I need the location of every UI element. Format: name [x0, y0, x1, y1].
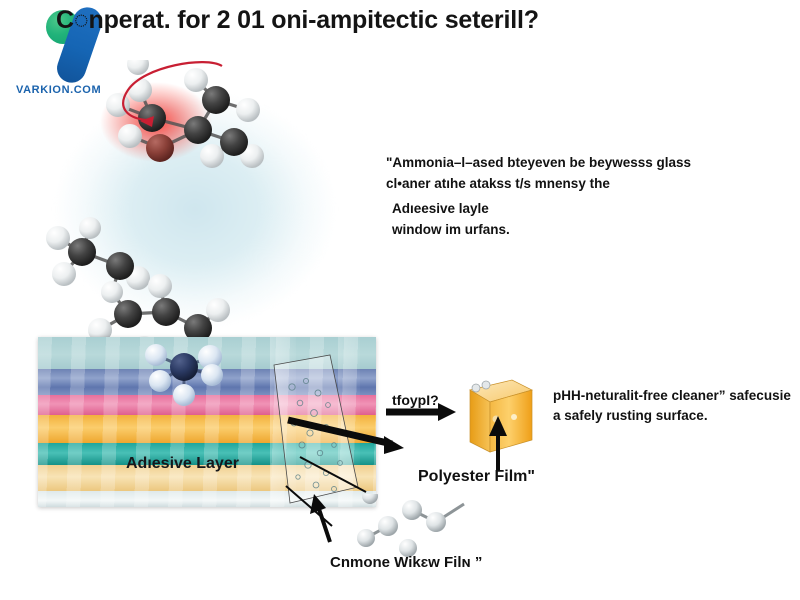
layer-pink — [38, 395, 376, 415]
layer-cream — [38, 465, 376, 491]
free-molecules — [357, 494, 465, 557]
highlighted-atom — [146, 134, 174, 162]
adhesive-layer-label: Adıesive Layer — [126, 455, 239, 472]
polyester-film-label: Polyester Film" — [418, 468, 535, 485]
brand-logo[interactable]: VARKION.COM — [8, 3, 128, 104]
glass-panel-2 — [338, 337, 360, 507]
body-paragraph-3: pHH-neturalit-free cleaner” safecusie a … — [553, 388, 791, 423]
molecule-illustration — [46, 60, 264, 360]
body-paragraph-2: Adıeesive layle window im urfans. — [392, 201, 510, 237]
bottom-caption: Cnmone Wikɛw Filɴ ” — [330, 554, 483, 571]
transfer-label: tfoypI? — [392, 392, 439, 408]
curved-arrow-icon — [122, 61, 223, 127]
page-title: C◌nperat. for 2 01 oni-ampitectic seteri… — [56, 6, 539, 34]
ammonia-molecule — [145, 344, 223, 406]
body-paragraph-1: "Ammonia–l–ased bteyeven be beywesss gla… — [386, 155, 692, 191]
layer-teal — [38, 443, 376, 465]
logo-brand-text: VARKION.COM — [16, 84, 102, 96]
